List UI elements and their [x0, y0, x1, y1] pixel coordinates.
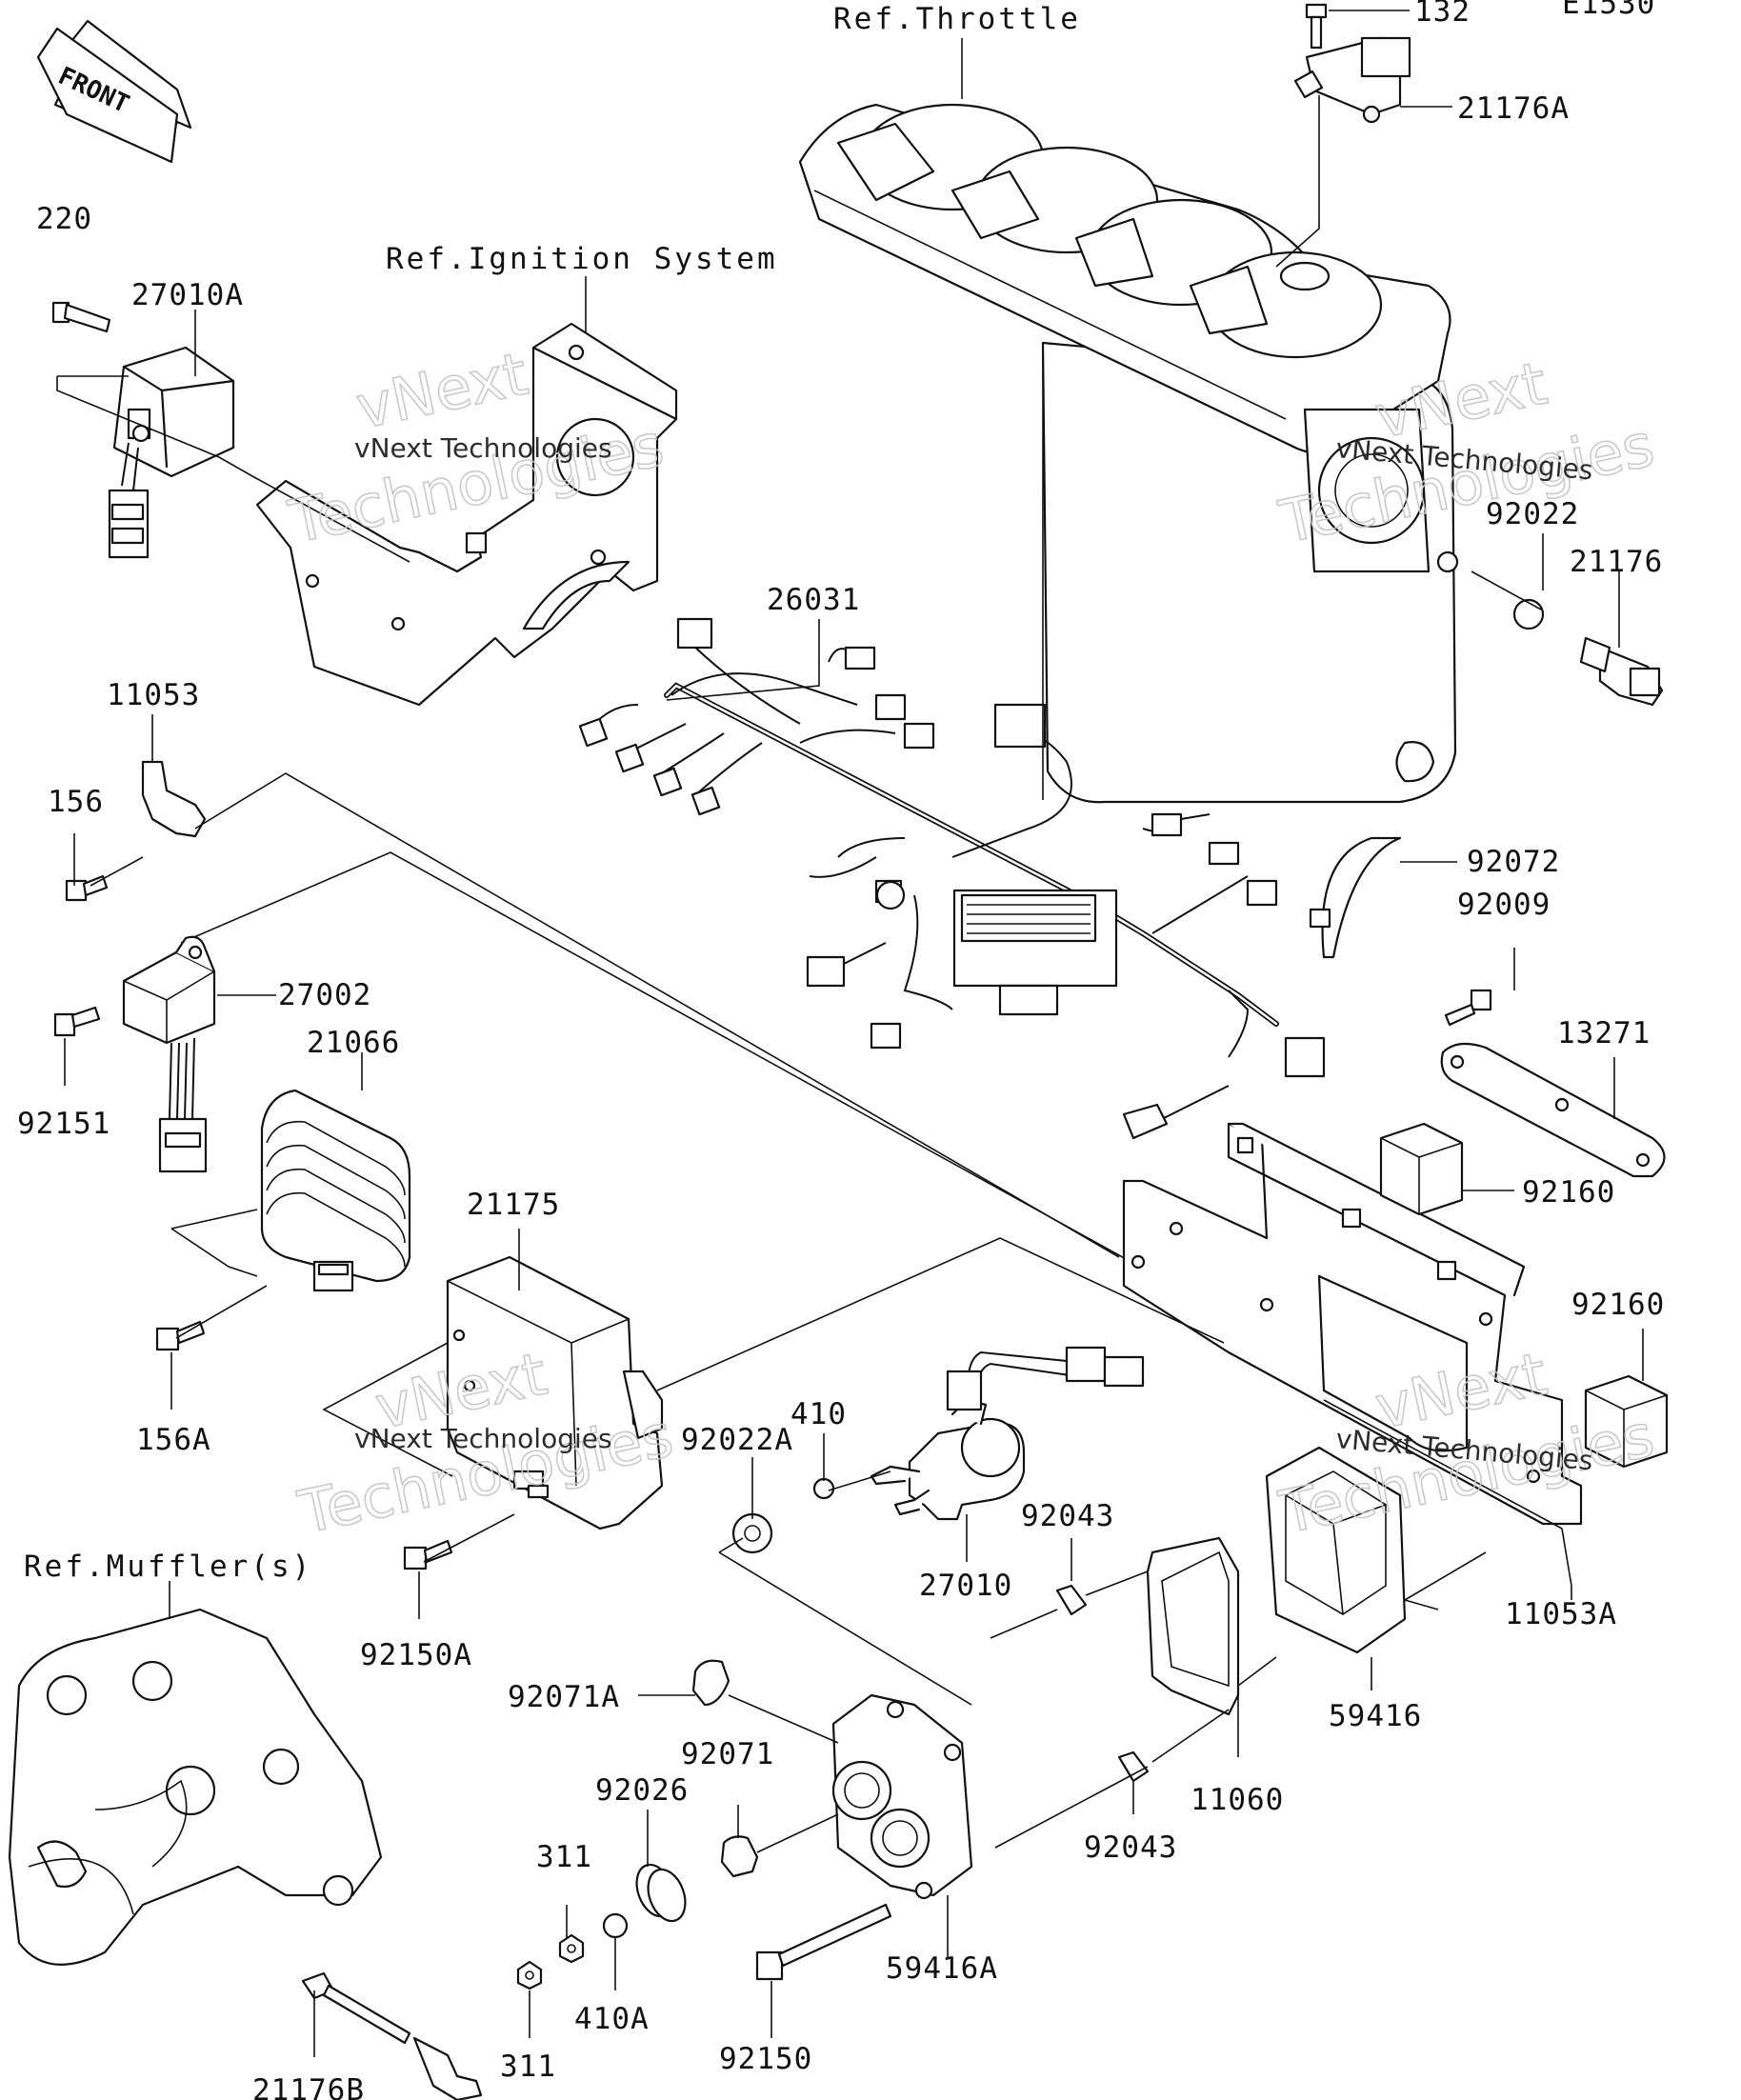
- part-label-92150A: 92150A: [360, 1638, 472, 1672]
- leader-lines: [56, 10, 1644, 2057]
- collar-92043-a: [1055, 1584, 1088, 1616]
- pad-92160-b: [1584, 1374, 1669, 1469]
- nut-311-a: [558, 1933, 585, 1964]
- ref-throttle-label: Ref.Throttle: [833, 2, 1081, 36]
- sensor-21176B: [301, 1971, 483, 2100]
- washer-410A: [602, 1912, 629, 1939]
- part-label-11053A: 11053A: [1505, 1597, 1617, 1631]
- part-label-59416A: 59416A: [886, 1951, 998, 1986]
- gasket-11060: [1146, 1536, 1240, 1716]
- case-59416: [1265, 1446, 1407, 1654]
- part-label-21176A: 21176A: [1457, 91, 1570, 126]
- part-label-311-a: 311: [536, 1840, 592, 1874]
- part-label-92151: 92151: [17, 1107, 110, 1141]
- part-label-27010: 27010: [919, 1569, 1012, 1603]
- diagram-id: E1530: [1562, 0, 1655, 21]
- part-label-156A: 156A: [136, 1423, 211, 1457]
- part-label-21176: 21176: [1570, 545, 1663, 579]
- bolt-92150A: [403, 1539, 453, 1570]
- part-label-59416: 59416: [1329, 1699, 1422, 1733]
- muffler-reference: [8, 1608, 383, 1966]
- part-label-92026: 92026: [595, 1773, 689, 1808]
- part-label-27002: 27002: [278, 978, 371, 1012]
- wire-harness-26031: [578, 617, 1326, 1140]
- nut-311-b: [516, 1960, 543, 1990]
- part-label-92160-a: 92160: [1522, 1175, 1615, 1210]
- cable-tie-92072: [1309, 836, 1402, 959]
- cover-59416A: [831, 1693, 973, 1900]
- washer-92022: [1512, 598, 1545, 630]
- regulator-21066: [260, 1089, 411, 1292]
- throttle-body: [798, 103, 1459, 804]
- part-label-156: 156: [48, 785, 104, 819]
- grommet-92071A: [691, 1659, 730, 1707]
- part-label-92043-b: 92043: [1084, 1830, 1177, 1865]
- starter-relay-27010: [870, 1346, 1145, 1521]
- part-label-11060: 11060: [1191, 1783, 1284, 1817]
- part-label-92022A: 92022A: [681, 1423, 793, 1457]
- bracket-11053: [141, 760, 207, 838]
- part-label-92072: 92072: [1467, 845, 1560, 879]
- svg-text:vNext Technologies: vNext Technologies: [354, 432, 612, 464]
- bolt-156A: [155, 1320, 206, 1351]
- collar-92043-b: [1117, 1750, 1150, 1783]
- ref-muffler-label: Ref.Muffler(s): [24, 1550, 312, 1584]
- bolt-92151: [53, 1006, 101, 1037]
- bolt-220: [51, 301, 111, 333]
- part-label-92009: 92009: [1457, 888, 1551, 922]
- part-label-13271: 13271: [1557, 1016, 1651, 1050]
- part-label-311-b: 311: [500, 2050, 556, 2084]
- part-label-410: 410: [790, 1397, 847, 1431]
- sensor-21176A: [1293, 3, 1411, 124]
- part-label-132: 132: [1414, 0, 1471, 29]
- pad-92160-a: [1379, 1122, 1464, 1216]
- washer-410: [812, 1477, 835, 1500]
- ref-ignition-label: Ref.Ignition System: [386, 242, 778, 276]
- part-label-21066: 21066: [307, 1026, 400, 1060]
- bolt-156: [65, 874, 109, 902]
- relay-27010A: [108, 346, 235, 559]
- sensor-21176: [1579, 636, 1664, 707]
- washer-92022A: [731, 1512, 773, 1554]
- part-label-92071: 92071: [681, 1737, 774, 1771]
- part-label-92043-a: 92043: [1021, 1499, 1114, 1533]
- front-arrow-icon: [36, 19, 192, 164]
- part-label-21175: 21175: [467, 1188, 560, 1222]
- bolt-92150: [755, 1903, 892, 1981]
- bolt-92009: [1444, 989, 1492, 1027]
- svg-text:vNext Technologies: vNext Technologies: [354, 1423, 612, 1454]
- ignition-bracket: [255, 322, 678, 707]
- part-label-26031: 26031: [767, 583, 860, 617]
- part-label-21176B: 21176B: [252, 2073, 365, 2100]
- part-label-220: 220: [36, 202, 92, 236]
- regulator-27002: [122, 935, 216, 1173]
- part-label-410A: 410A: [574, 2002, 650, 2036]
- ecu-21175: [446, 1255, 664, 1530]
- part-label-92150: 92150: [719, 2042, 812, 2076]
- part-label-27010A: 27010A: [131, 278, 244, 312]
- part-label-92071A: 92071A: [508, 1680, 620, 1714]
- part-label-92022: 92022: [1486, 497, 1579, 531]
- grommet-92026: [635, 1863, 687, 1923]
- grommet-92071: [720, 1835, 759, 1878]
- stay-13271: [1440, 1042, 1666, 1178]
- mounting-panel: [1122, 1122, 1583, 1526]
- svg-text:vNext: vNext: [350, 339, 533, 443]
- part-label-92160-b: 92160: [1571, 1288, 1665, 1322]
- part-labels: 132 21176A 220 27010A 92022 21176 26031 …: [17, 0, 1665, 2100]
- part-label-11053: 11053: [107, 678, 200, 712]
